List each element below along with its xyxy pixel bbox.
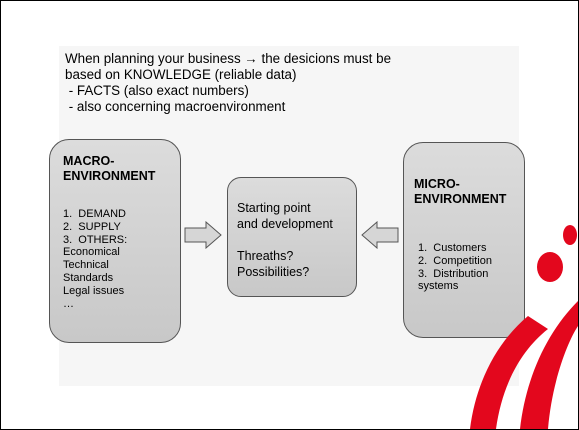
block-arrow-left-icon [361, 221, 399, 249]
macro-item: 1. DEMAND [63, 208, 126, 220]
center-line-2: and development [237, 217, 333, 231]
macro-item: Technical [63, 259, 109, 272]
micro-item: 1. Customers [418, 242, 487, 254]
center-line-1: Starting point [237, 201, 311, 215]
macro-title-line-2: ENVIRONMENT [63, 169, 156, 183]
micro-item: systems [418, 280, 459, 293]
intro-line-2: based on KNOWLEDGE (reliable data) [65, 67, 297, 82]
macro-list: 1. DEMAND 2. SUPPLY 3. OTHERS: Economica… [63, 208, 127, 310]
center-line-5: Possibilities? [237, 265, 310, 279]
macro-item: 2. SUPPLY [63, 220, 121, 233]
micro-title: MICRO- ENVIRONMENT [414, 177, 506, 207]
block-arrow-right-icon [184, 221, 222, 249]
micro-title-line-1: MICRO- [414, 177, 460, 191]
center-line-4: Threaths? [237, 249, 294, 263]
macro-item: 3. OTHERS: [63, 233, 128, 246]
starting-point-box: Starting point and development Threaths?… [227, 177, 357, 297]
intro-line-1: When planning your business → the desici… [65, 51, 392, 66]
red-swoosh-logo [470, 225, 578, 429]
center-text: Starting point and development Threaths?… [237, 200, 333, 280]
intro-line-3: - FACTS (also exact numbers) [65, 83, 249, 98]
macro-item: Economical [63, 246, 120, 259]
micro-environment-box: MICRO- ENVIRONMENT 1. Customers 2. Compe… [403, 142, 525, 338]
micro-title-line-2: ENVIRONMENT [414, 192, 507, 206]
macro-environment-box: MACRO- ENVIRONMENT 1. DEMAND 2. SUPPLY 3… [49, 139, 181, 343]
intro-line-4: - also concerning macroenvironment [65, 99, 286, 114]
micro-item: 3. Distribution [418, 267, 489, 280]
intro-text: When planning your business → the desici… [65, 51, 495, 115]
macro-item: … [63, 297, 74, 310]
center-line-3 [237, 232, 333, 248]
macro-item: Standards [63, 271, 114, 284]
micro-list: 1. Customers 2. Competition 3. Distribut… [418, 242, 492, 293]
macro-title: MACRO- ENVIRONMENT [63, 154, 155, 184]
micro-item: 2. Competition [418, 254, 492, 267]
macro-title-line-1: MACRO- [63, 154, 115, 168]
macro-item: Legal issues [63, 284, 125, 297]
